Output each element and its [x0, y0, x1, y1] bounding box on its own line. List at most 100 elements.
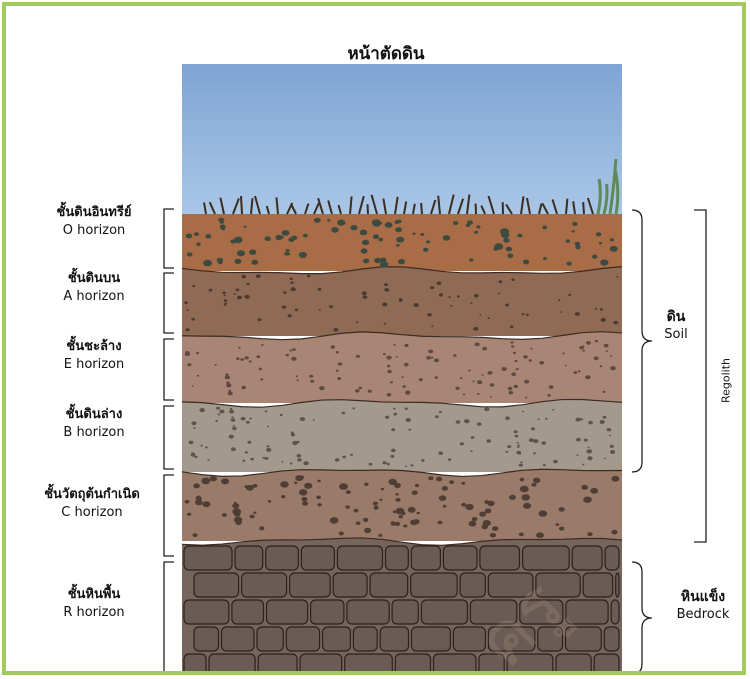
litter-stem: [368, 204, 369, 214]
bedrock-block: [353, 627, 377, 651]
pebble: [501, 232, 510, 238]
pebble: [339, 532, 344, 536]
pebble: [525, 397, 527, 399]
pebble: [327, 219, 330, 222]
pebble: [318, 288, 322, 291]
pebble: [412, 233, 415, 235]
pebble: [207, 459, 209, 461]
pebble: [238, 347, 241, 349]
pebble: [301, 497, 307, 502]
pebble: [331, 227, 338, 233]
pebble: [519, 533, 524, 537]
litter-stem: [241, 196, 242, 214]
pebble: [290, 350, 293, 352]
pebble: [261, 344, 264, 346]
pebble: [234, 512, 241, 517]
pebble: [395, 493, 398, 496]
pebble: [384, 283, 388, 286]
pebble: [592, 255, 597, 259]
pebble: [297, 454, 302, 457]
pebble: [505, 451, 508, 453]
pebble: [552, 409, 554, 411]
pebble: [415, 484, 419, 487]
pebble: [520, 461, 522, 463]
pebble: [439, 495, 447, 501]
pebble: [606, 350, 608, 352]
pebble: [381, 488, 384, 491]
pebble: [460, 442, 464, 445]
pebble: [395, 498, 400, 502]
pebble: [354, 509, 359, 513]
pebble: [482, 347, 487, 351]
bedrock-block: [333, 573, 367, 597]
pebble: [355, 389, 360, 392]
pebble: [201, 478, 210, 485]
pebble: [396, 508, 405, 515]
pebble: [356, 321, 358, 323]
pebble: [309, 375, 313, 378]
pebble: [374, 506, 379, 510]
pebble: [205, 446, 208, 448]
pebble: [296, 375, 299, 377]
bedrock-block: [194, 627, 219, 651]
pebble: [484, 500, 489, 504]
pebble: [253, 512, 256, 514]
pebble: [200, 445, 202, 447]
pebble: [319, 386, 325, 390]
sky: [182, 64, 622, 214]
pebble: [410, 520, 417, 526]
pebble: [390, 381, 393, 383]
bedrock-label: หินแข็งBedrock: [662, 588, 744, 624]
bedrock-block: [242, 573, 287, 597]
pebble: [372, 219, 381, 226]
pebble: [368, 390, 372, 393]
pebble: [499, 280, 503, 283]
pebble: [194, 232, 199, 236]
pebble: [382, 302, 387, 306]
pebble: [259, 526, 264, 530]
pebble: [434, 359, 439, 363]
pebble: [423, 248, 428, 252]
pebble: [428, 350, 433, 354]
pebble: [461, 482, 465, 485]
pebble: [533, 439, 538, 443]
pebble: [393, 510, 397, 513]
pebble: [431, 357, 434, 359]
pebble: [300, 417, 305, 421]
pebble: [393, 413, 397, 416]
pebble: [426, 356, 431, 360]
pebble: [539, 510, 548, 516]
bedrock-block: [616, 573, 619, 597]
pebble: [281, 461, 283, 463]
pebble: [187, 363, 191, 366]
litter-stem: [566, 199, 567, 214]
pebble: [240, 358, 244, 361]
bedrock-block: [605, 546, 619, 570]
pebble: [492, 526, 498, 531]
pebble: [391, 428, 395, 431]
pebble: [526, 314, 529, 316]
pebble: [559, 507, 565, 512]
pebble: [231, 447, 236, 451]
pebble: [587, 449, 593, 453]
pebble: [475, 343, 480, 347]
pebble: [576, 454, 578, 456]
pebble: [249, 360, 252, 362]
pebble: [595, 340, 598, 342]
pebble: [184, 301, 188, 304]
pebble: [266, 445, 269, 447]
pebble: [342, 456, 346, 459]
bedrock-block: [337, 546, 382, 570]
pebble: [412, 491, 418, 495]
pebble: [466, 504, 474, 510]
pebble: [337, 220, 345, 226]
bedrock-block: [286, 627, 319, 651]
pebble: [573, 371, 577, 374]
pebble: [395, 227, 402, 232]
pebble: [286, 354, 289, 357]
pebble: [222, 292, 226, 295]
pebble: [439, 411, 442, 413]
pebble: [338, 362, 342, 365]
bedrock-block: [235, 546, 263, 570]
